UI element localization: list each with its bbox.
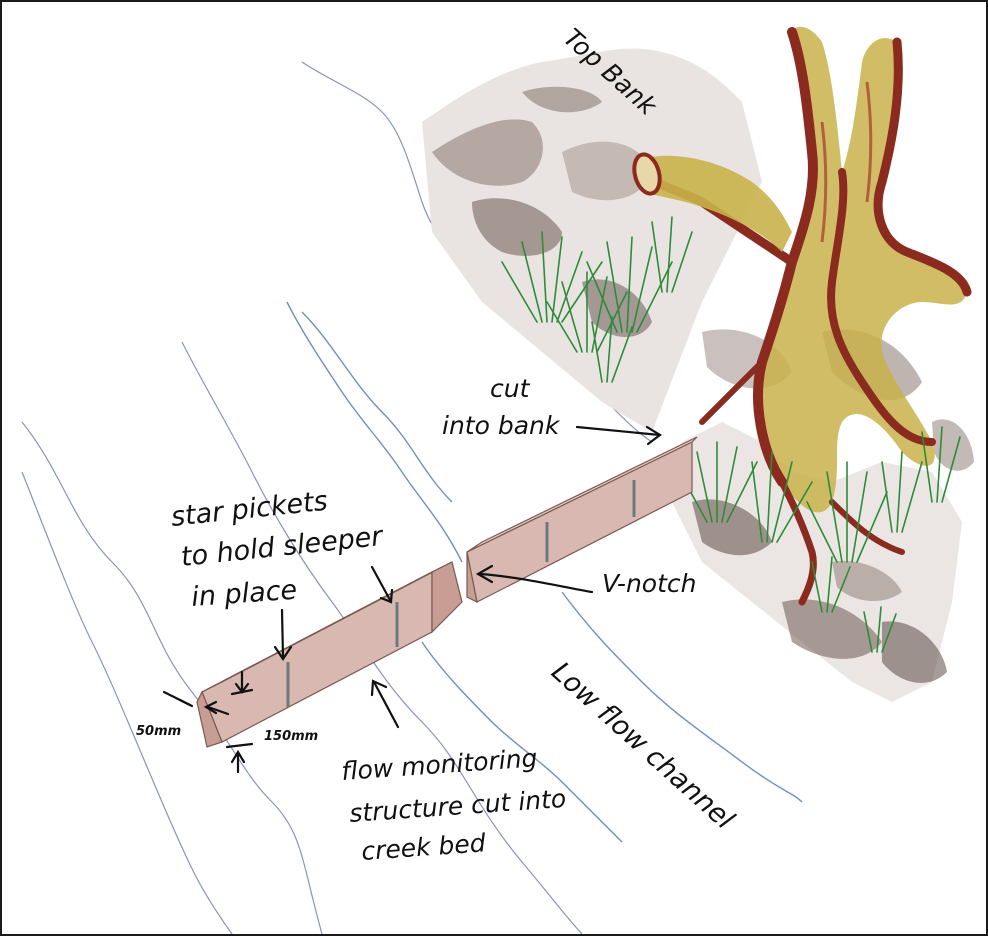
label-star-pickets-line3: in place: [190, 575, 298, 613]
label-flow-monitoring-line1: flow monitoring: [340, 743, 538, 786]
label-flow-monitoring-line3: creek bed: [360, 828, 486, 866]
label-cut-into-bank-line2: into bank: [442, 411, 561, 440]
label-star-pickets-line1: star pickets: [169, 486, 329, 533]
label-dim-150mm: 150mm: [264, 729, 318, 744]
label-dim-50mm: 50mm: [136, 724, 181, 739]
label-flow-monitoring-line2: structure cut into: [348, 784, 567, 828]
label-cut-into-bank-line1: cut: [490, 374, 531, 403]
label-v-notch: V-notch: [602, 569, 696, 598]
